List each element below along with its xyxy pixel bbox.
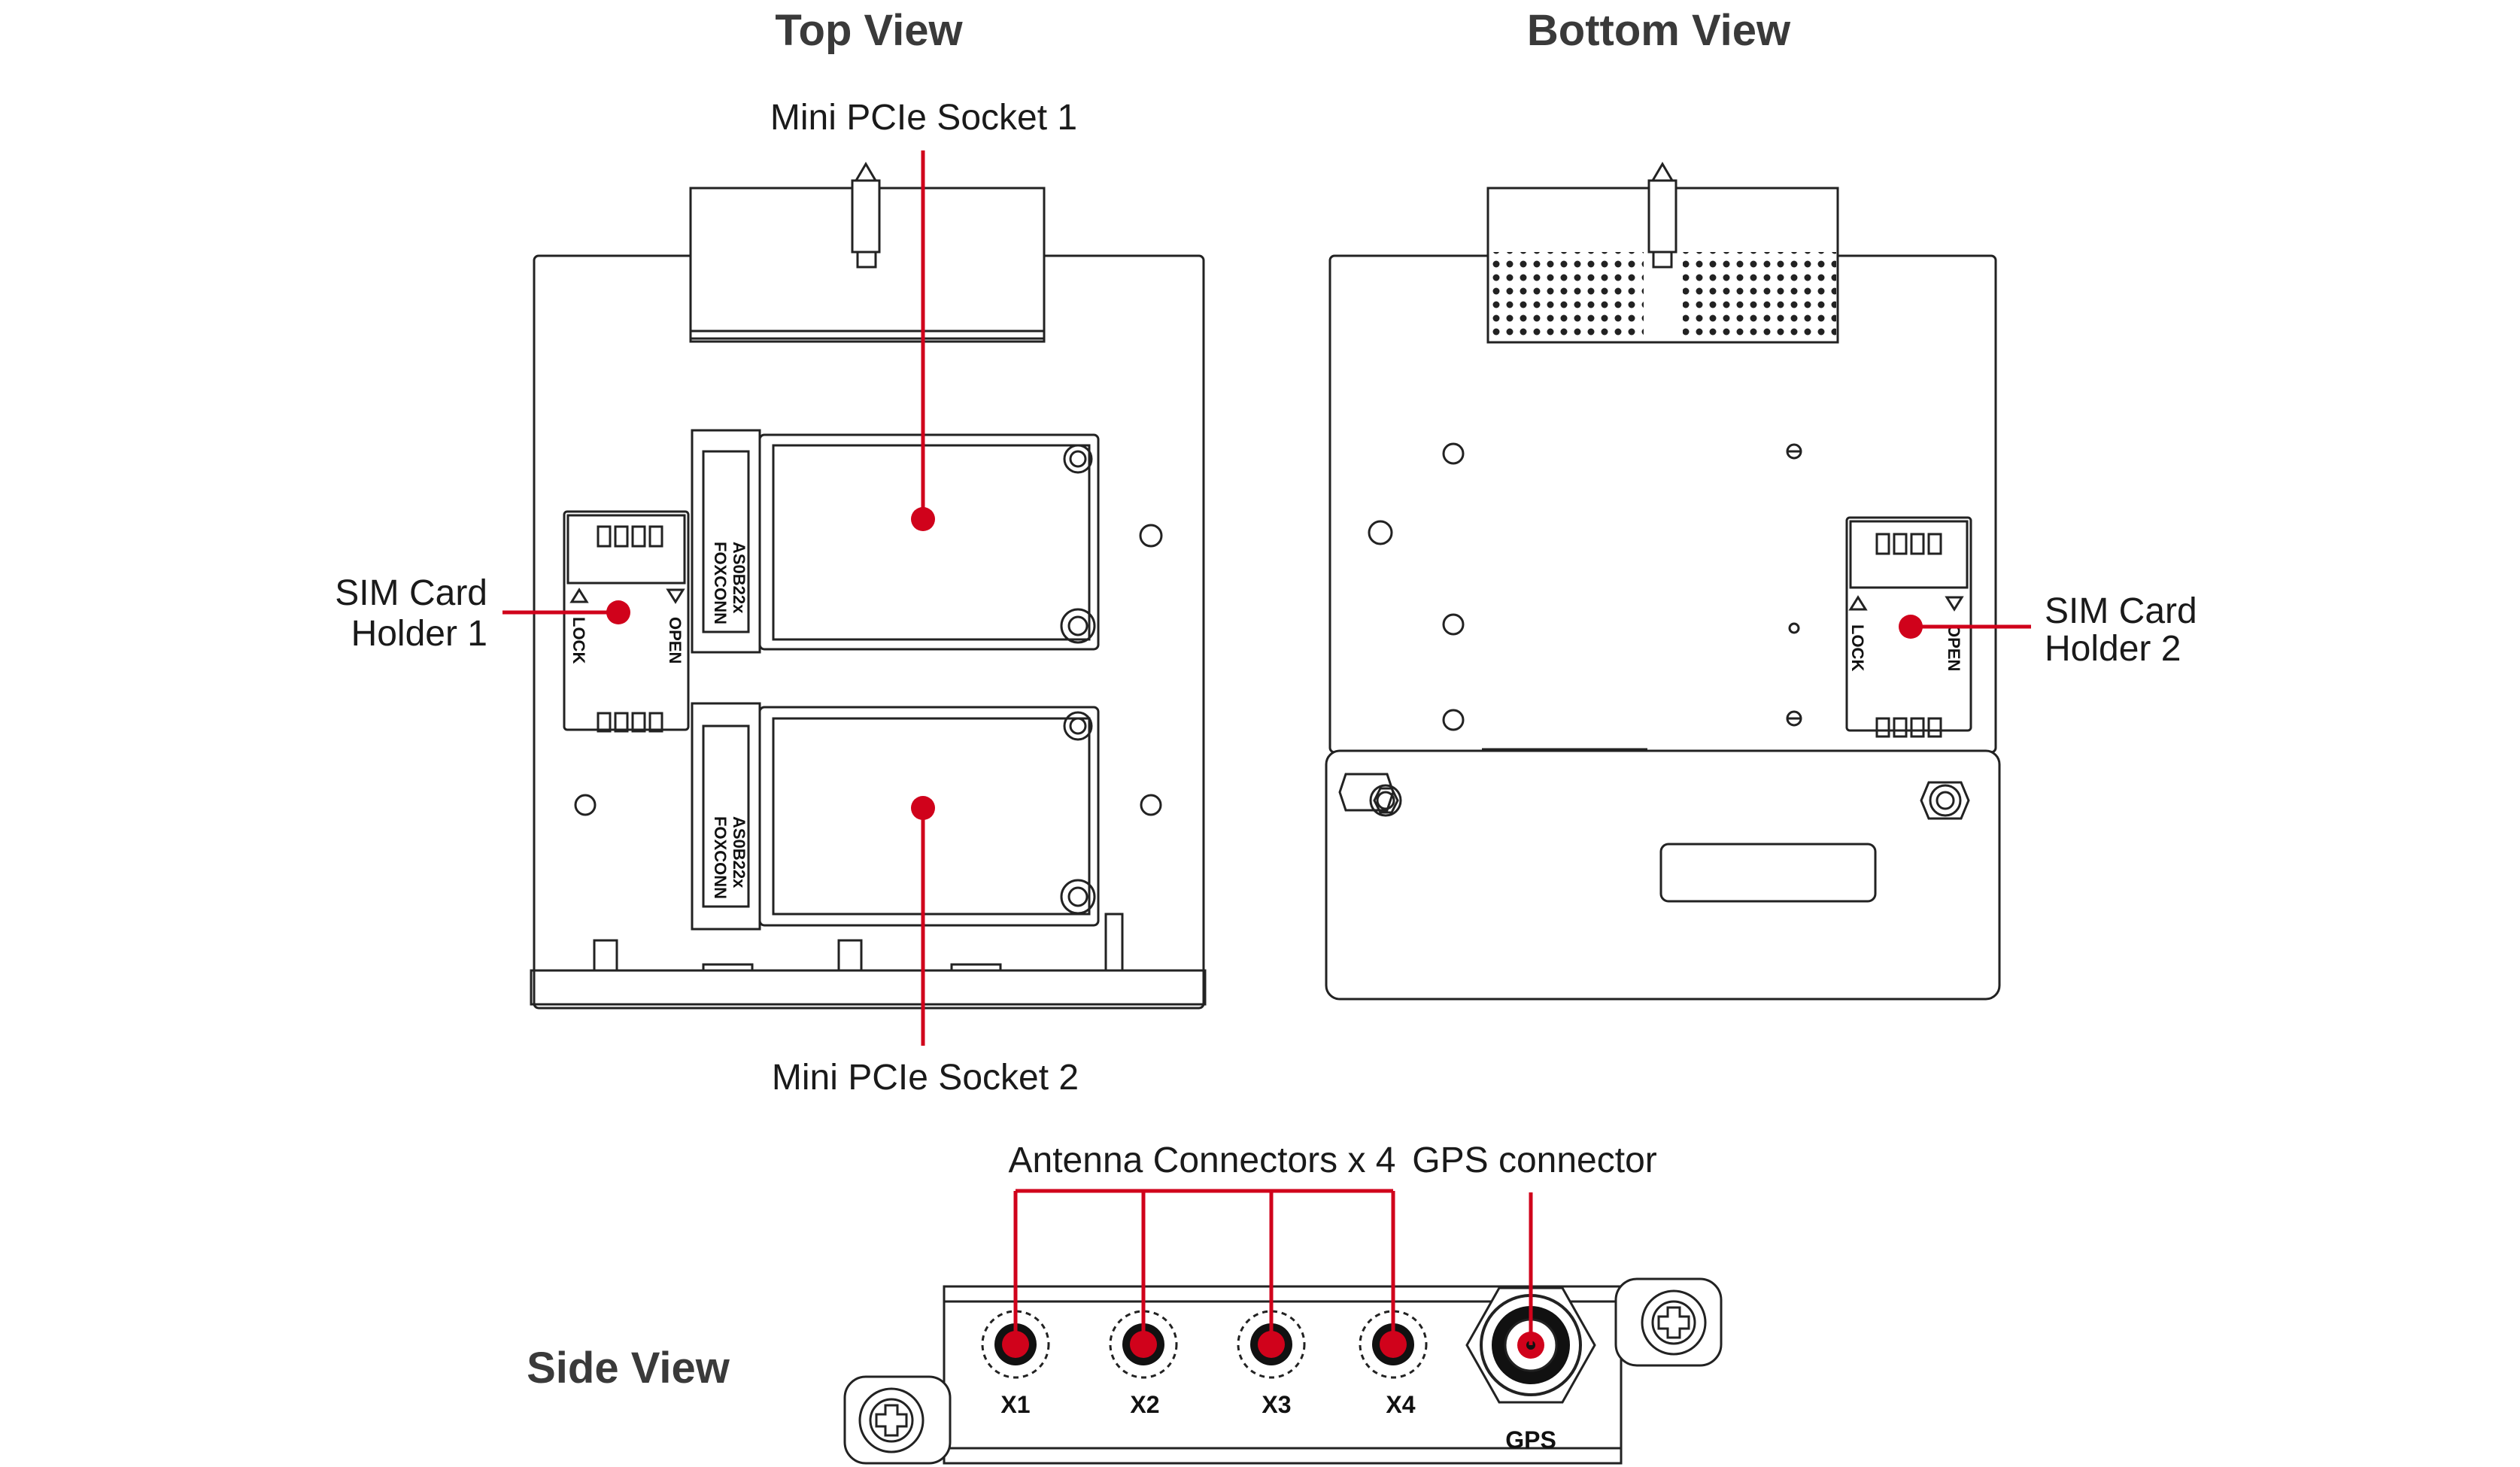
callout-antenna: Antenna Connectors x 4 [1009,1140,1396,1344]
callout-gps: GPS connector [1412,1140,1657,1345]
socket-1-label-a: AS0B22x [730,542,748,614]
callout-sim-1-line2: Holder 1 [351,614,487,654]
socket-1-label-b: FOXCONN [711,542,730,624]
bottom-view-title: Bottom View [1527,6,1791,55]
port-label-x2: X2 [1130,1391,1159,1418]
callout-sim-1: SIM Card Holder 1 [335,573,630,654]
port-label-x3: X3 [1262,1391,1291,1418]
top-view-board [530,162,1207,1010]
port-label-x1: X1 [1000,1391,1030,1418]
callout-antenna-label: Antenna Connectors x 4 [1009,1140,1396,1180]
callout-sim-2: SIM Card Holder 2 [1899,591,2197,669]
socket-2-label-b: FOXCONN [711,816,730,899]
sim-2-open-text: OPEN [1945,624,1963,671]
side-view-title: Side View [527,1344,730,1393]
bottom-view-board [1325,162,2001,1001]
sim-2-lock-text: LOCK [1848,624,1867,671]
callout-mini-pcie-1-label: Mini PCIe Socket 1 [770,98,1077,138]
sim-1-open-text: OPEN [666,617,685,664]
callout-gps-label: GPS connector [1412,1140,1657,1180]
sim-1-lock-text: LOCK [569,617,588,664]
mini-pcie-socket-1: AS0B22x FOXCONN [691,429,1100,654]
callout-mini-pcie-2-label: Mini PCIe Socket 2 [772,1058,1079,1098]
callout-mini-pcie-1: Mini PCIe Socket 1 [770,98,1077,531]
port-label-x4: X4 [1386,1391,1415,1418]
callout-sim-1-line1: SIM Card [335,573,487,613]
callout-sim-2-line1: SIM Card [2045,591,2197,631]
callout-sim-2-line2: Holder 2 [2045,629,2181,669]
callout-mini-pcie-2: Mini PCIe Socket 2 [772,796,1079,1098]
port-label-gps: GPS [1505,1426,1556,1453]
top-view-title: Top View [775,6,963,55]
mini-pcie-socket-2: AS0B22x FOXCONN [691,702,1100,931]
side-view-panel [843,1277,1723,1465]
socket-2-label-a: AS0B22x [730,816,748,888]
